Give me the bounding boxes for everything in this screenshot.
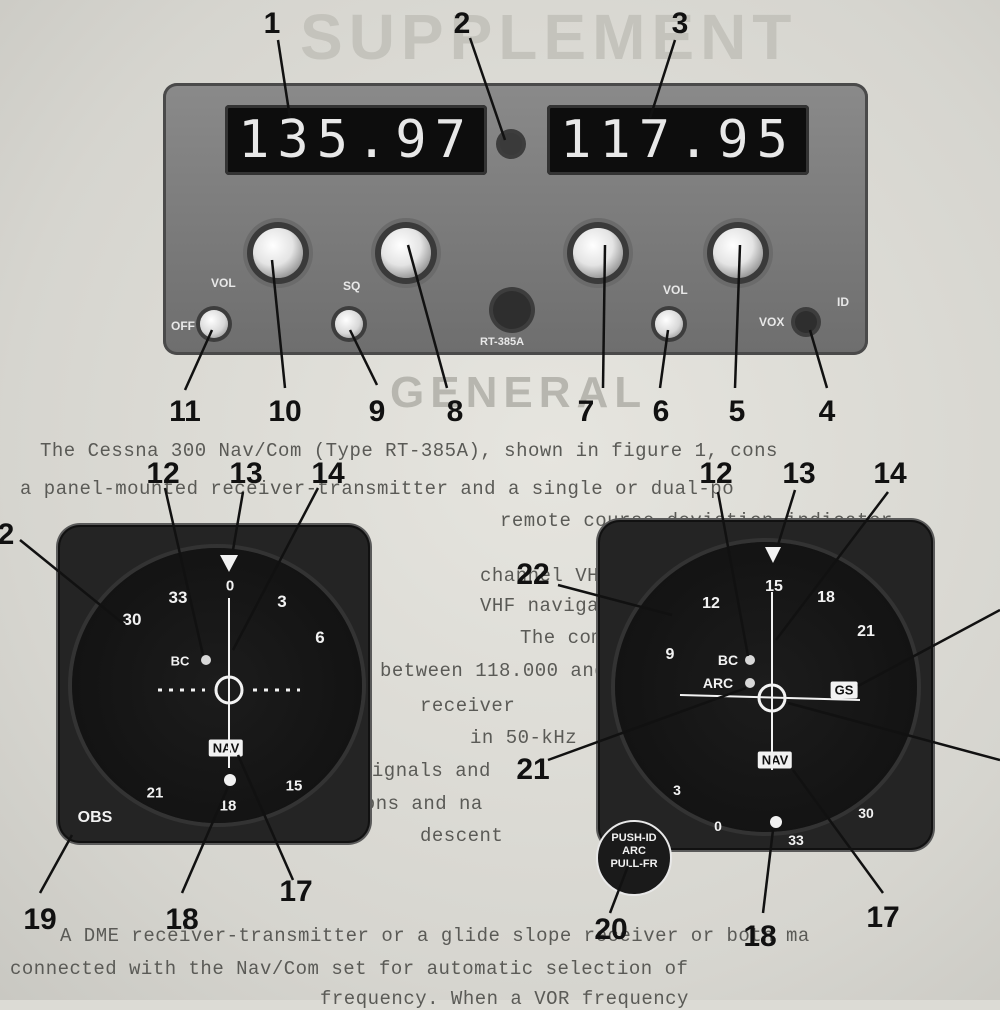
paragraph-line: a panel-mounted receiver-transmitter and…	[20, 478, 735, 500]
right-tick-15: 15	[765, 578, 783, 595]
right-callout-18: 18	[743, 920, 777, 953]
callout-9: 9	[368, 395, 386, 428]
vol-label-right: VOL	[663, 283, 688, 297]
left-to-from-indicator	[224, 774, 236, 786]
right-callout-22: 22	[516, 558, 550, 591]
left-callout-17: 17	[279, 875, 313, 908]
right-callout-17: 17	[866, 901, 900, 934]
right-callout-14: 14	[873, 457, 907, 490]
left-tick-15: 15	[285, 777, 303, 795]
callout-leaders	[19, 37, 1000, 914]
model-label: RT-385A	[480, 336, 525, 348]
off-label: OFF	[171, 319, 195, 333]
callout-11: 11	[169, 395, 201, 428]
callout-1: 1	[263, 7, 281, 40]
left-tick-3: 3	[277, 592, 287, 611]
left-callout-18: 18	[165, 903, 199, 936]
id-label: ID	[837, 295, 849, 309]
right-tick-21: 21	[857, 623, 875, 640]
right-tick-9: 9	[665, 646, 675, 663]
vox-label: VOX	[759, 315, 785, 329]
vox-id-switch[interactable]	[795, 311, 817, 333]
gs-flag: GS	[830, 681, 858, 699]
right-bc-label: BC	[717, 652, 739, 668]
left-bc-label: BC	[170, 653, 190, 669]
left-tick-33: 33	[168, 588, 188, 607]
left-callout-14: 14	[311, 457, 345, 490]
paragraph-line: receiver	[420, 695, 516, 717]
supplement-heading: SUPPLEMENT	[300, 1, 798, 73]
paragraph-line: The Cessna 300 Nav/Com (Type RT-385A), s…	[40, 440, 778, 462]
right-tick-33: 33	[788, 832, 804, 848]
paragraph-line: signals and	[360, 760, 491, 782]
right-nav-flag: NAV	[757, 751, 793, 769]
com-volume-knob[interactable]	[200, 310, 228, 338]
left-nav-flag: NAV	[208, 739, 244, 757]
com-frequency-knob-outer[interactable]	[253, 228, 303, 278]
general-heading: GENERAL	[390, 368, 648, 417]
right-callout-13: 13	[782, 457, 816, 490]
transmit-indicator-light	[493, 291, 531, 329]
right-tick-18: 18	[817, 589, 835, 606]
right-tick-12: 12	[702, 595, 720, 612]
left-bc-light	[201, 655, 211, 665]
nav-frequency-knob-outer[interactable]	[573, 228, 623, 278]
right-callout-12: 12	[699, 457, 733, 490]
right-tick-30: 30	[858, 805, 874, 821]
right-callout-21: 21	[516, 753, 550, 786]
obs-knob-label[interactable]: OBS	[77, 809, 113, 826]
paragraph-line: in 50-kHz	[470, 727, 578, 749]
callout-4: 4	[818, 395, 836, 428]
callout-3: 3	[671, 7, 689, 40]
vol-label-left: VOL	[211, 276, 236, 290]
callout-5: 5	[728, 395, 746, 428]
left-tick-18: 18	[219, 797, 237, 815]
left-lubber-triangle	[220, 555, 238, 572]
right-arc-label: ARC	[702, 675, 734, 691]
right-arc-light	[745, 678, 755, 688]
right-lubber-triangle	[765, 547, 781, 563]
right-bc-light	[745, 655, 755, 665]
callout-7: 7	[577, 395, 595, 428]
nav-volume-knob[interactable]	[655, 310, 683, 338]
nav-com-radio-panel: 135.97 117.95 VOL OFF SQ VOL VOX ID RT-3…	[163, 83, 868, 355]
left-callout-12: 12	[146, 457, 180, 490]
right-needle-group	[679, 592, 861, 770]
left-callout-13: 13	[229, 457, 263, 490]
paragraph-line: A DME receiver-transmitter or a glide sl…	[60, 925, 810, 947]
paragraph-line: sions and na	[340, 793, 483, 815]
right-tick-3: 3	[673, 782, 681, 798]
left-tick-21: 21	[146, 784, 164, 802]
callout-10: 10	[268, 395, 302, 428]
callout-6: 6	[652, 395, 670, 428]
left-callout-19: 19	[23, 903, 57, 936]
push-id-arc-pull-fr-knob[interactable]: PUSH-ID ARC PULL-FR	[596, 820, 672, 896]
callout-2: 2	[453, 7, 471, 40]
com-frequency-display: 135.97	[225, 105, 487, 175]
knob-line-2: ARC	[622, 845, 646, 857]
knob-line-1: PUSH-ID	[611, 832, 657, 844]
left-tick-0: 0	[225, 577, 235, 595]
right-glideslope-needle	[679, 694, 861, 701]
left-needle-group	[158, 598, 300, 768]
callout-8: 8	[446, 395, 464, 428]
right-tick-0: 0	[714, 818, 722, 834]
left-callout-partial: 2	[0, 518, 15, 551]
nav-frequency-display: 117.95	[547, 105, 809, 175]
left-tick-30: 30	[122, 610, 142, 629]
com-frequency-knob-inner[interactable]	[381, 228, 431, 278]
squelch-label: SQ	[343, 279, 361, 293]
right-callout-20: 20	[594, 913, 628, 946]
squelch-knob[interactable]	[335, 310, 363, 338]
left-center-circle	[214, 675, 244, 705]
knob-line-3: PULL-FR	[610, 858, 658, 870]
paragraph-line: descent	[420, 825, 504, 847]
right-to-from-indicator	[770, 816, 782, 828]
left-tick-6: 6	[315, 628, 325, 647]
paragraph-line: connected with the Nav/Com set for autom…	[10, 958, 689, 980]
